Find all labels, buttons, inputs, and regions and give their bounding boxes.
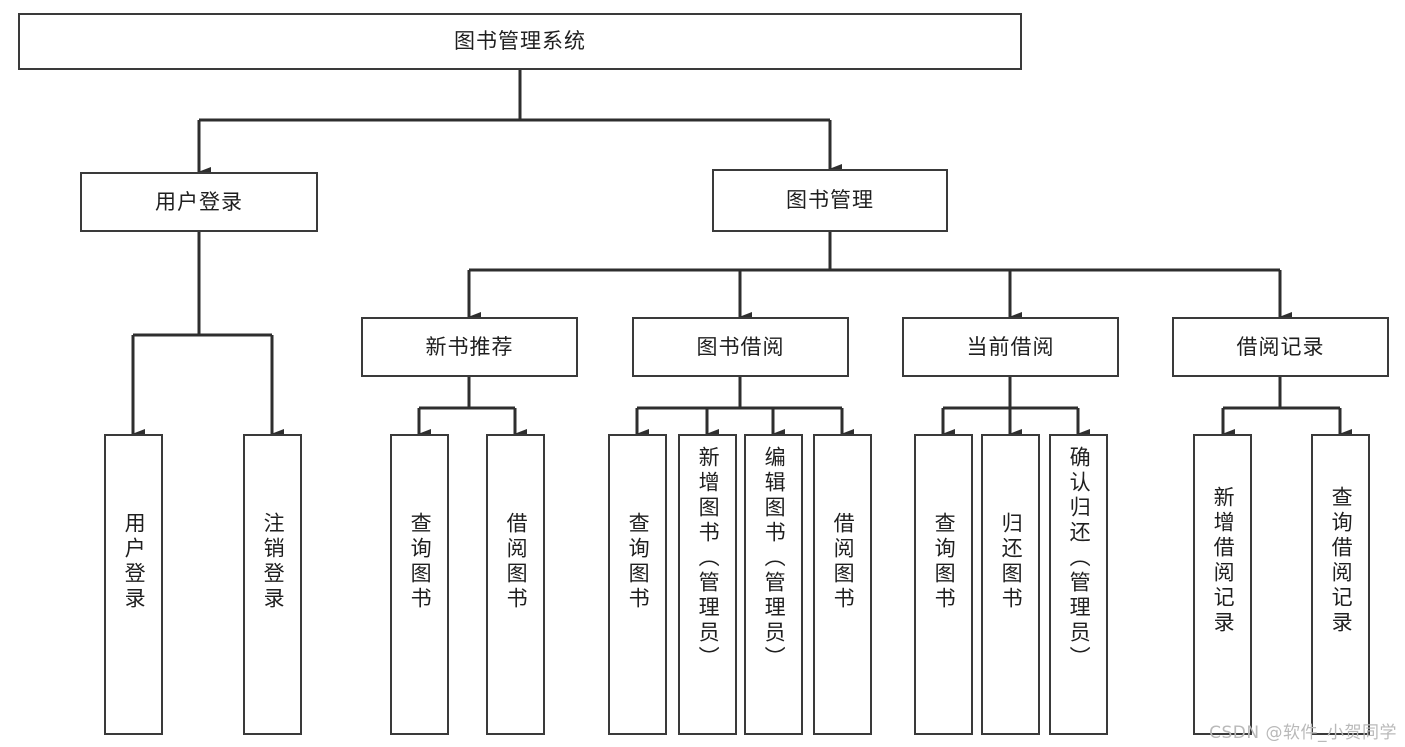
node-root[interactable]: 图书管理系统 <box>18 13 1022 70</box>
node-leaf-user-login-label: 用户登录 <box>122 512 147 612</box>
node-leaf-user-login[interactable]: 用户登录 <box>104 434 163 735</box>
node-leaf-edit-book[interactable]: 编辑图书（管理员） <box>744 434 803 735</box>
node-leaf-borrow-book-1-label: 借阅图书 <box>504 512 529 612</box>
node-leaf-query-book-2[interactable]: 查询图书 <box>608 434 667 735</box>
node-leaf-add-book[interactable]: 新增图书（管理员） <box>678 434 737 735</box>
node-leaf-user-logout-label: 注销登录 <box>261 512 286 612</box>
node-book-borrow[interactable]: 图书借阅 <box>632 317 849 377</box>
node-leaf-borrow-book-2[interactable]: 借阅图书 <box>813 434 872 735</box>
node-borrow-record-label: 借阅记录 <box>1236 334 1325 359</box>
node-leaf-query-book-3[interactable]: 查询图书 <box>914 434 973 735</box>
node-current-borrow-label: 当前借阅 <box>966 334 1055 359</box>
node-leaf-return-book-label: 归还图书 <box>999 512 1024 612</box>
node-leaf-confirm-return-label: 确认归还（管理员） <box>1067 446 1092 671</box>
node-leaf-edit-book-label: 编辑图书（管理员） <box>762 446 787 671</box>
node-leaf-query-book-1-label: 查询图书 <box>408 512 433 612</box>
node-leaf-add-book-label: 新增图书（管理员） <box>696 446 721 671</box>
node-root-label: 图书管理系统 <box>454 29 586 54</box>
node-leaf-borrow-book-2-label: 借阅图书 <box>831 512 856 612</box>
node-new-book-rec-label: 新书推荐 <box>425 334 514 359</box>
node-leaf-user-logout[interactable]: 注销登录 <box>243 434 302 735</box>
node-borrow-record[interactable]: 借阅记录 <box>1172 317 1389 377</box>
node-book-borrow-label: 图书借阅 <box>696 334 785 359</box>
watermark-text: CSDN @软件_小贺同学 <box>1209 723 1397 743</box>
node-new-book-rec[interactable]: 新书推荐 <box>361 317 578 377</box>
node-book-manage[interactable]: 图书管理 <box>712 169 948 232</box>
node-leaf-add-record[interactable]: 新增借阅记录 <box>1193 434 1252 735</box>
node-book-manage-label: 图书管理 <box>786 188 874 213</box>
node-leaf-query-book-3-label: 查询图书 <box>932 512 957 612</box>
node-user-login-label: 用户登录 <box>155 189 243 214</box>
node-leaf-add-record-label: 新增借阅记录 <box>1211 486 1236 636</box>
node-current-borrow[interactable]: 当前借阅 <box>902 317 1119 377</box>
node-leaf-return-book[interactable]: 归还图书 <box>981 434 1040 735</box>
node-user-login[interactable]: 用户登录 <box>80 172 318 232</box>
node-leaf-query-book-2-label: 查询图书 <box>626 512 651 612</box>
node-leaf-confirm-return[interactable]: 确认归还（管理员） <box>1049 434 1108 735</box>
node-leaf-query-book-1[interactable]: 查询图书 <box>390 434 449 735</box>
node-leaf-query-record[interactable]: 查询借阅记录 <box>1311 434 1370 735</box>
node-leaf-borrow-book-1[interactable]: 借阅图书 <box>486 434 545 735</box>
node-leaf-query-record-label: 查询借阅记录 <box>1329 486 1354 636</box>
